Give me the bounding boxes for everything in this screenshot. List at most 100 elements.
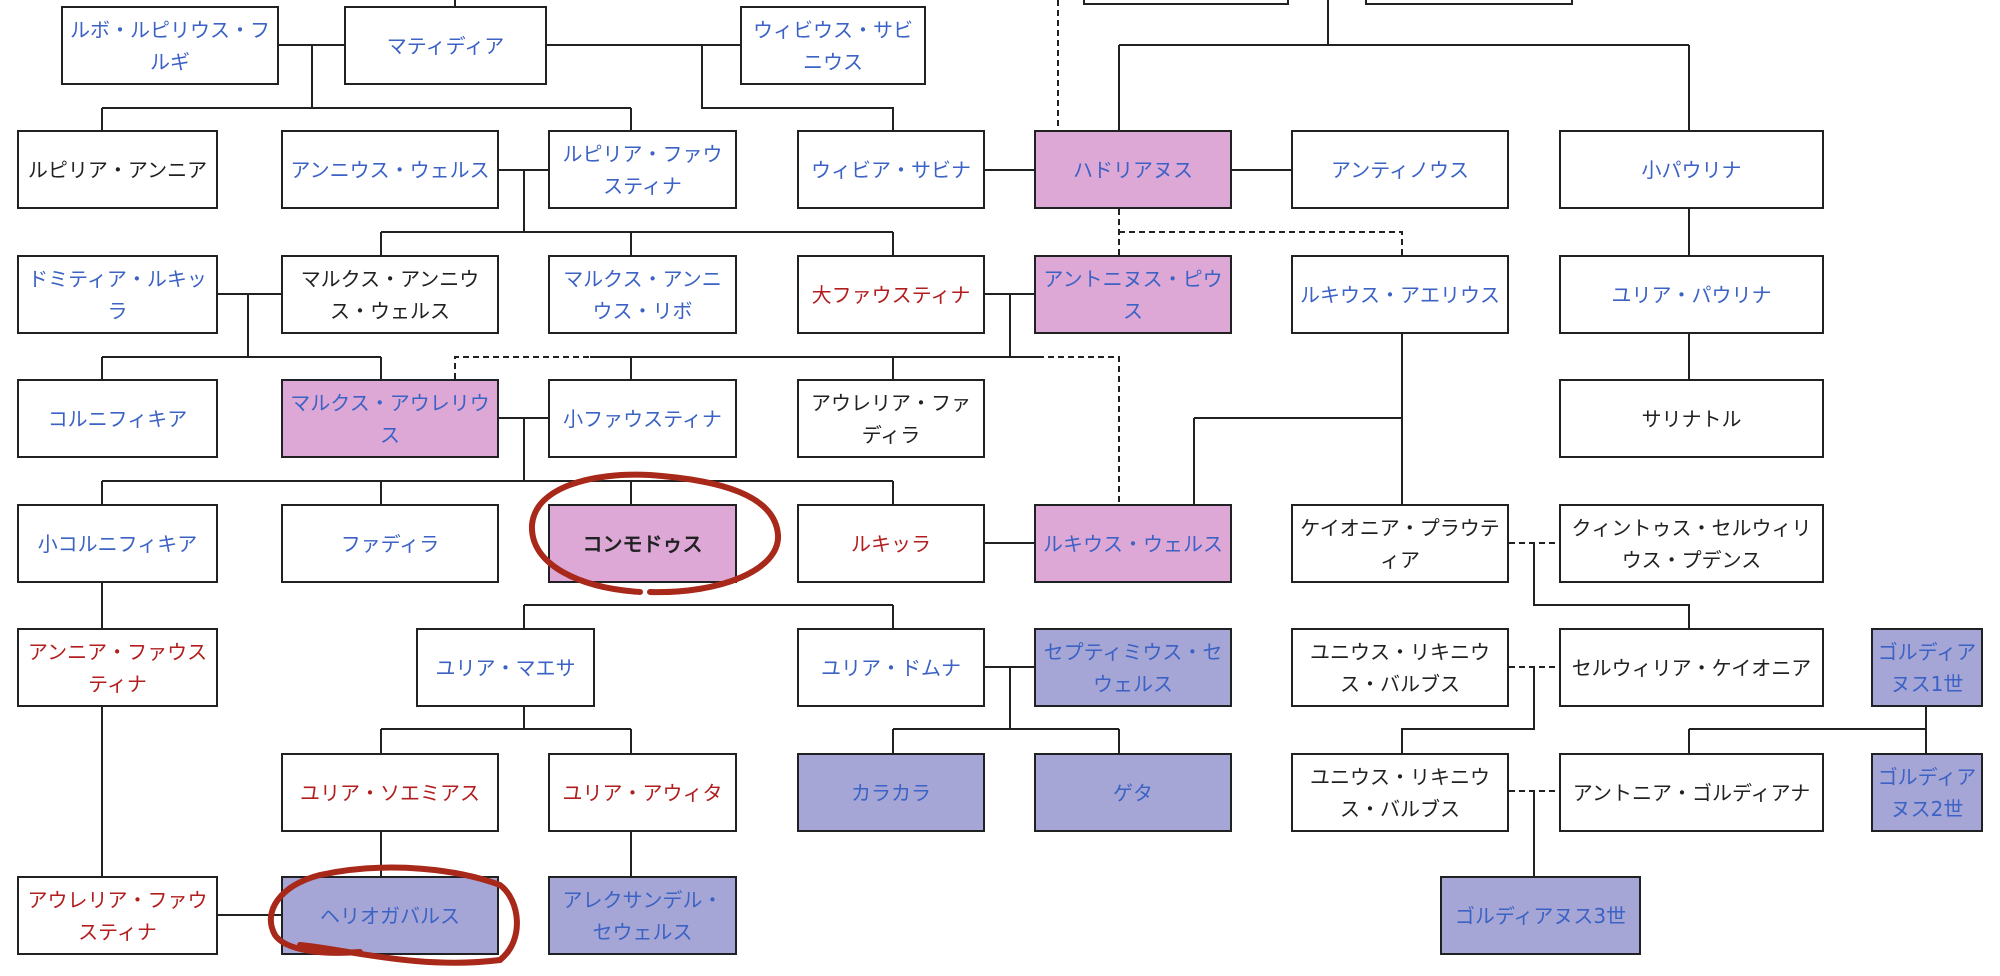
node-lucius-verus[interactable]: ルキウス・ウェルス	[1034, 504, 1232, 583]
connector-line	[101, 293, 1038, 379]
node-label: セルウィリア・ケイオニア	[1571, 655, 1812, 680]
node-julia-maesa[interactable]: ユリア・マエサ	[416, 628, 595, 707]
node-label: マルクス・アンニウス・ウェルス	[300, 266, 480, 323]
node-julia-soaemias[interactable]: ユリア・ソエミアス	[281, 753, 499, 832]
node-label: ユリア・アウィタ	[562, 780, 723, 805]
node-rupilia-annia[interactable]: ルピリア・アンニア	[17, 130, 218, 209]
node-label: ゴルディアヌス1世	[1877, 639, 1977, 696]
node-label: ゲタ	[1113, 780, 1153, 805]
node-label: ユリア・ドムナ	[821, 655, 961, 680]
node-label: ファディラ	[340, 531, 440, 556]
node-aurelia-fadilla[interactable]: アウレリア・ファディラ	[797, 379, 985, 458]
node-label: ドミティア・ルキッラ	[28, 266, 207, 323]
node-label: コルニフィキア	[47, 406, 188, 431]
node-label: 小コルニフィキア	[37, 531, 198, 556]
node-domitia-lucilla[interactable]: ドミティア・ルキッラ	[17, 255, 218, 334]
node-label: ルピリア・ファウスティナ	[562, 141, 723, 198]
node-ceionia-plautia[interactable]: ケイオニア・プラウティア	[1291, 504, 1509, 583]
node-caracalla[interactable]: カラカラ	[797, 753, 985, 832]
node-quintus-servilius-pudens[interactable]: クィントゥス・セルウィリウス・プデンス	[1559, 504, 1824, 583]
node-marcus-aurelius[interactable]: マルクス・アウレリウス	[281, 379, 499, 458]
node-label: ユニウス・リキニウス・バルブス	[1310, 639, 1490, 696]
node-rupilia-faustina[interactable]: ルピリア・ファウスティナ	[548, 130, 737, 209]
node-junius-licinius-balbus-2[interactable]: ユニウス・リキニウス・バルブス	[1291, 753, 1509, 832]
node-cornificia-younger[interactable]: 小コルニフィキア	[17, 504, 218, 583]
node-label: ユリア・パウリナ	[1611, 282, 1772, 307]
node-commodus[interactable]: コンモドゥス	[548, 504, 737, 583]
node-gordian-i[interactable]: ゴルディアヌス1世	[1871, 628, 1983, 707]
node-label: アンニウス・ウェルス	[290, 157, 490, 182]
partial-node-box	[1365, 0, 1573, 5]
node-geta[interactable]: ゲタ	[1034, 753, 1232, 832]
node-label: ユリア・マエサ	[435, 655, 576, 680]
node-julia-avita[interactable]: ユリア・アウィタ	[548, 753, 737, 832]
node-label: 大ファウスティナ	[811, 282, 971, 307]
node-gordian-ii[interactable]: ゴルディアヌス2世	[1871, 753, 1983, 832]
node-julia-domna[interactable]: ユリア・ドムナ	[797, 628, 985, 707]
node-aurelia-faustina[interactable]: アウレリア・ファウスティナ	[17, 876, 218, 955]
node-label: アウレリア・ファディラ	[811, 390, 971, 447]
node-hadrian[interactable]: ハドリアヌス	[1034, 130, 1232, 209]
connector-line	[101, 0, 1690, 130]
node-label: ルピリア・アンニア	[27, 157, 208, 182]
node-julia-paulina[interactable]: ユリア・パウリナ	[1559, 255, 1824, 334]
node-label: コンモドゥス	[582, 531, 703, 556]
connector-line	[101, 543, 1927, 916]
node-annia-faustina[interactable]: アンニア・ファウスティナ	[17, 628, 218, 707]
node-severus-alexander[interactable]: アレクサンデル・セウェルス	[548, 876, 737, 955]
node-faustina-elder[interactable]: 大ファウスティナ	[797, 255, 985, 334]
node-septimius-severus[interactable]: セプティミウス・セウェルス	[1034, 628, 1232, 707]
node-label: アンニア・ファウスティナ	[27, 639, 208, 696]
node-lucilla[interactable]: ルキッラ	[797, 504, 985, 583]
node-annius-verus[interactable]: アンニウス・ウェルス	[281, 130, 499, 209]
node-antinous[interactable]: アンティノウス	[1291, 130, 1509, 209]
node-junius-licinius-balbus[interactable]: ユニウス・リキニウス・バルブス	[1291, 628, 1509, 707]
node-label: サリナトル	[1641, 406, 1742, 431]
node-label: アントニア・ゴルディアナ	[1572, 780, 1811, 805]
node-label: ヘリオガバルス	[320, 903, 460, 928]
node-label: カラカラ	[851, 780, 931, 805]
node-label: ゴルディアヌス3世	[1454, 903, 1627, 928]
node-antonia-gordiana[interactable]: アントニア・ゴルディアナ	[1559, 753, 1824, 832]
node-label: ルキッラ	[851, 531, 931, 556]
node-servilia-ceionia[interactable]: セルウィリア・ケイオニア	[1559, 628, 1824, 707]
node-label: アンティノウス	[1331, 157, 1469, 182]
node-marcus-annius-verus[interactable]: マルクス・アンニウス・ウェルス	[281, 255, 499, 334]
node-label: アウレリア・ファウスティナ	[27, 887, 208, 944]
node-fadilla[interactable]: ファディラ	[281, 504, 499, 583]
node-label: 小パウリナ	[1641, 157, 1742, 182]
node-elagabalus[interactable]: ヘリオガバルス	[281, 876, 499, 955]
adoption-dashed-line	[454, 0, 1559, 792]
node-lucius-aelius[interactable]: ルキウス・アエリウス	[1291, 255, 1509, 334]
connector-line	[101, 583, 1120, 753]
node-label: ルキウス・アエリウス	[1300, 282, 1500, 307]
node-label: ルボ・ルピリウス・フルギ	[70, 17, 270, 74]
node-label: アントニヌス・ピウス	[1043, 266, 1223, 323]
node-lupus-rupilius-frugi[interactable]: ルボ・ルピリウス・フルギ	[61, 6, 279, 85]
node-paulina-minor[interactable]: 小パウリナ	[1559, 130, 1824, 209]
node-label: マルクス・アウレリウス	[290, 390, 490, 447]
partial-node-box	[1083, 0, 1289, 5]
connector-line	[380, 169, 1690, 379]
node-label: セプティミウス・セウェルス	[1043, 639, 1223, 696]
node-matidia[interactable]: マティディア	[344, 6, 547, 85]
node-label: ウィビウス・サビニウス	[753, 17, 913, 74]
node-label: 小ファウスティナ	[563, 406, 722, 431]
node-faustina-younger[interactable]: 小ファウスティナ	[548, 379, 737, 458]
node-label: クィントゥス・セルウィリウス・プデンス	[1571, 515, 1812, 572]
node-vibius-sabinus[interactable]: ウィビウス・サビニウス	[740, 6, 926, 85]
node-gordian-iii[interactable]: ゴルディアヌス3世	[1440, 876, 1641, 955]
node-salinator[interactable]: サリナトル	[1559, 379, 1824, 458]
node-label: ハドリアヌス	[1073, 157, 1193, 182]
node-vibia-sabina[interactable]: ウィビア・サビナ	[797, 130, 985, 209]
node-label: マティディア	[386, 33, 505, 58]
node-label: ゴルディアヌス2世	[1877, 764, 1977, 821]
node-label: ユニウス・リキニウス・バルブス	[1310, 764, 1490, 821]
node-cornificia[interactable]: コルニフィキア	[17, 379, 218, 458]
node-label: ルキウス・ウェルス	[1043, 531, 1223, 556]
node-antoninus-pius[interactable]: アントニヌス・ピウス	[1034, 255, 1232, 334]
node-label: アレクサンデル・セウェルス	[562, 887, 723, 944]
node-marcus-annius-libo[interactable]: マルクス・アンニウス・リボ	[548, 255, 737, 334]
node-label: ウィビア・サビナ	[811, 157, 971, 182]
